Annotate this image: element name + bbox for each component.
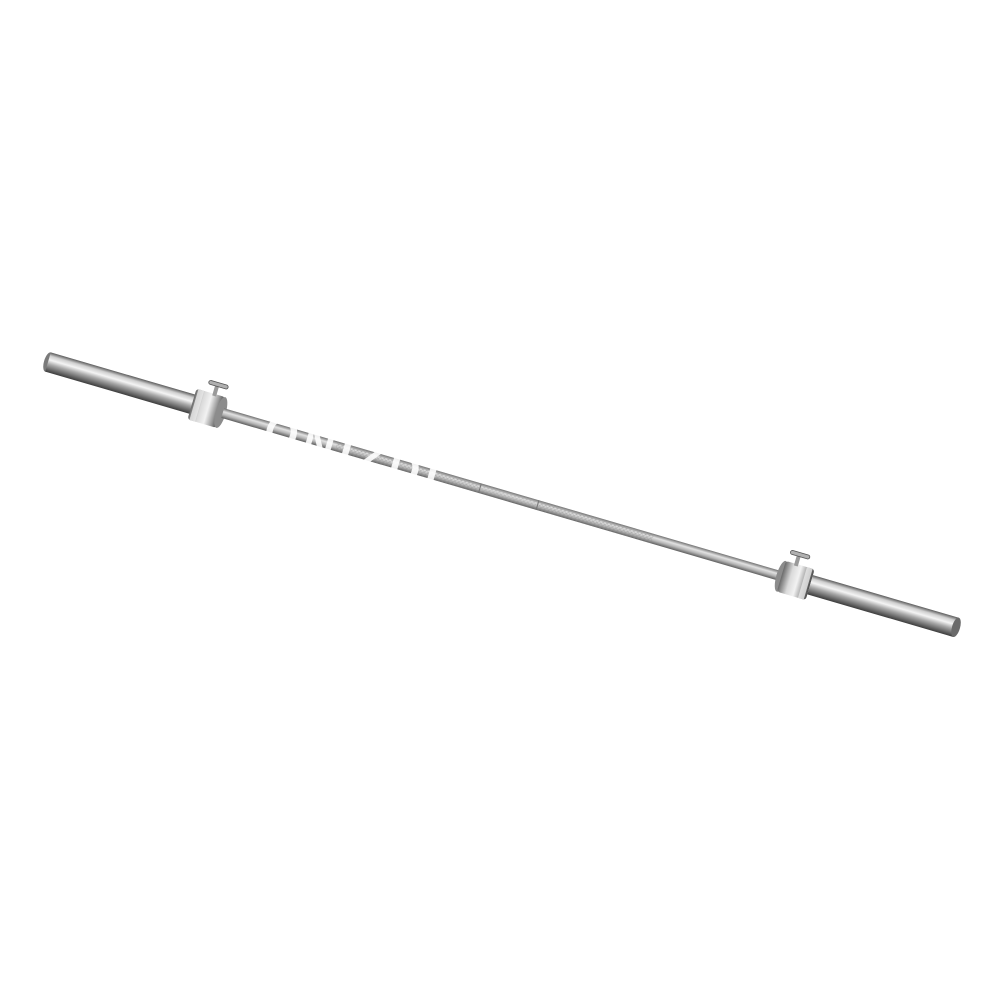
left-collar-pin: [208, 380, 229, 397]
knurl-right: [536, 500, 655, 544]
right-sleeve-end-cap: [951, 617, 961, 638]
left-sleeve: [45, 352, 197, 415]
right-sleeve: [807, 575, 959, 637]
left-spring-collar: [188, 380, 229, 428]
right-spring-collar: [774, 550, 814, 600]
watermark: ONIZDI: [258, 405, 449, 504]
right-collar-pin: [790, 550, 811, 567]
knurl-center: [478, 483, 539, 510]
knurl-left: [334, 441, 482, 494]
